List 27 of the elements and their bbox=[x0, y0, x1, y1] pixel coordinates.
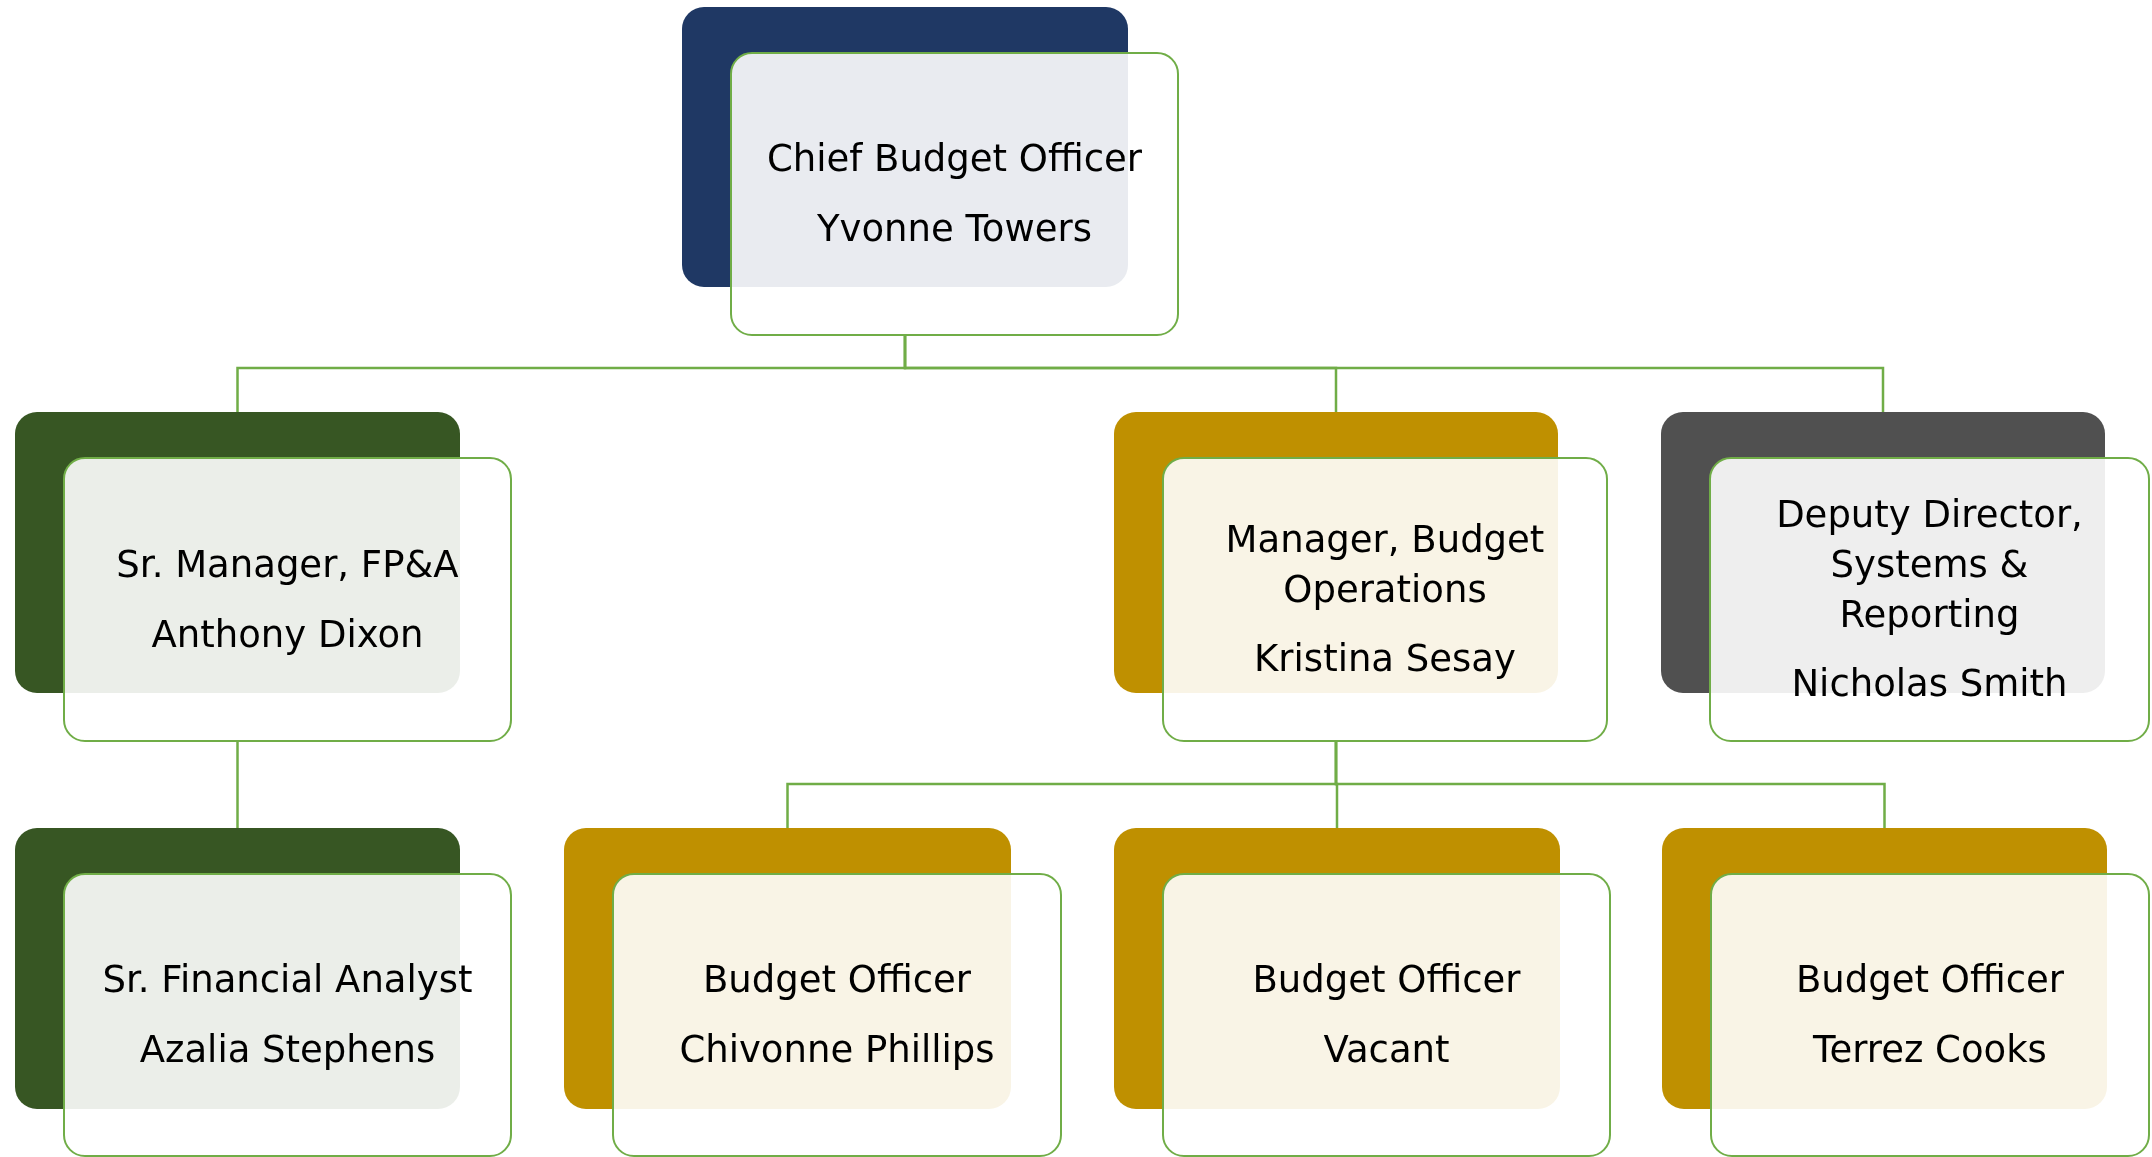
position-box bbox=[1710, 873, 2150, 1157]
person-name: Anthony Dixon bbox=[151, 611, 424, 658]
person-name: Yvonne Towers bbox=[817, 206, 1092, 252]
connector-line bbox=[1334, 742, 1886, 828]
person-name: Vacant bbox=[1323, 1027, 1450, 1073]
person-name: Terrez Cooks bbox=[1813, 1027, 2047, 1073]
position-box bbox=[1162, 873, 1611, 1157]
person-name: Azalia Stephens bbox=[139, 1027, 436, 1073]
person-name: Chivonne Phillips bbox=[679, 1027, 995, 1073]
position-title: Chief Budget Officer bbox=[766, 136, 1143, 183]
position-title: Budget Officer bbox=[702, 957, 972, 1004]
position-title: Manager, Budget Operations bbox=[1224, 516, 1546, 613]
person-name: Kristina Sesay bbox=[1254, 636, 1516, 683]
connector-line bbox=[236, 742, 239, 828]
position-box bbox=[1162, 457, 1608, 742]
position-title: Sr. Manager, FP&A bbox=[116, 541, 459, 588]
position-box bbox=[63, 873, 512, 1157]
position-title: Sr. Financial Analyst bbox=[102, 957, 473, 1004]
position-box bbox=[612, 873, 1062, 1157]
connector-line bbox=[903, 336, 1885, 412]
position-title: Deputy Director, Systems & Reporting bbox=[1775, 491, 2084, 638]
position-title: Budget Officer bbox=[1252, 957, 1521, 1004]
person-name: Nicholas Smith bbox=[1791, 661, 2068, 708]
position-box bbox=[1709, 457, 2150, 742]
position-title: Budget Officer bbox=[1795, 957, 2065, 1004]
position-box bbox=[63, 457, 512, 742]
position-box bbox=[730, 52, 1179, 336]
